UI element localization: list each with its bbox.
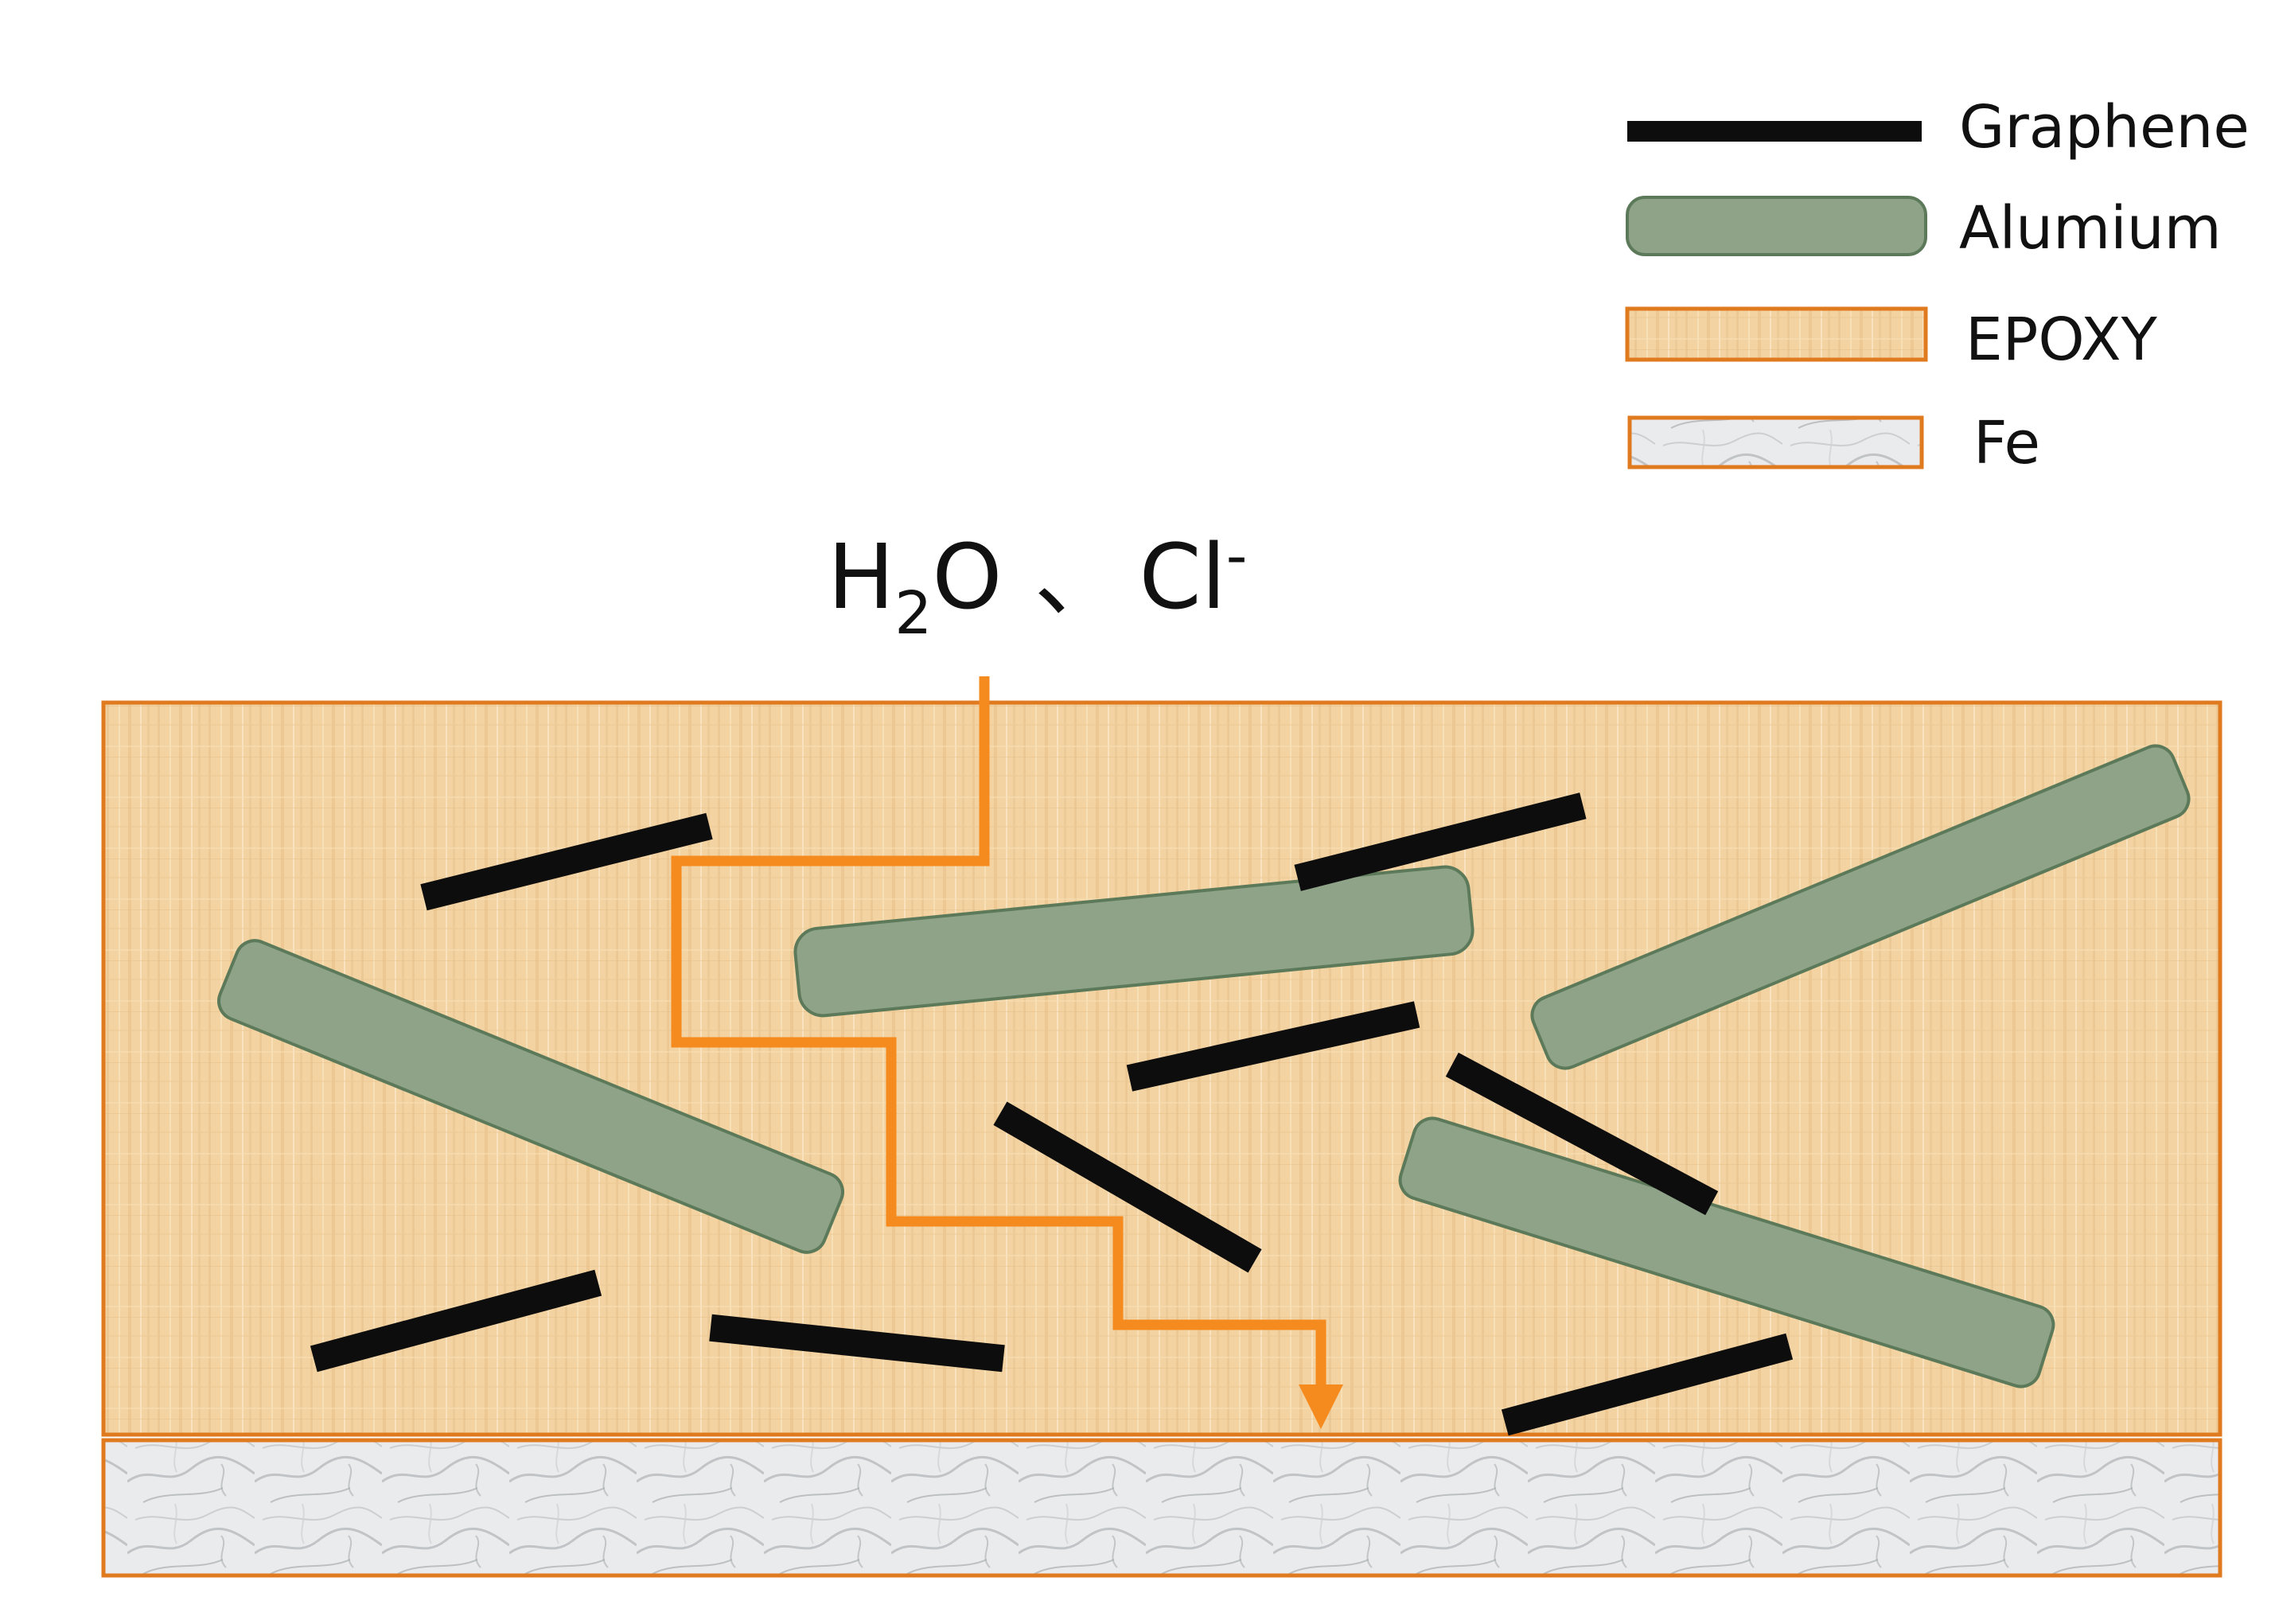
legend-swatch-epoxy (1625, 306, 1928, 362)
water-formula-o: O (932, 526, 1002, 629)
legend: Graphene Alumium EPOXY Fe (1625, 93, 2250, 477)
aluminium-flake (1398, 1116, 2055, 1388)
legend-swatch-fe (1627, 415, 1924, 469)
fe-substrate-layer (101, 1438, 2222, 1578)
legend-item-graphene: Graphene (1627, 93, 2250, 162)
graphene-platelet (1126, 1001, 1420, 1092)
legend-swatch-aluminium (1626, 196, 1927, 256)
diffusion-path-arrowhead (1299, 1384, 1343, 1429)
water-formula-subscript: 2 (894, 579, 932, 648)
aluminium-flake (217, 939, 844, 1254)
water-formula-h: H (828, 526, 894, 629)
graphene-platelet (709, 1314, 1005, 1373)
aluminium-flakes (217, 744, 2191, 1388)
legend-item-aluminium: Alumium (1626, 194, 2222, 263)
legend-label-aluminium: Alumium (1959, 194, 2222, 263)
legend-item-epoxy: EPOXY (1625, 306, 2158, 374)
graphene-platelet (1501, 1333, 1794, 1436)
graphene-platelet (310, 1269, 602, 1373)
legend-label-graphene: Graphene (1959, 93, 2250, 162)
legend-item-fe: Fe (1627, 409, 2040, 477)
graphene-platelet (420, 812, 713, 911)
legend-label-fe: Fe (1973, 409, 2040, 477)
legend-swatch-graphene (1627, 121, 1922, 142)
chloride-formula: Cl (1139, 526, 1225, 629)
graphene-platelet (993, 1101, 1262, 1273)
graphene-platelet (1294, 793, 1587, 891)
legend-label-epoxy: EPOXY (1965, 306, 2158, 374)
graphene-platelet (1445, 1052, 1719, 1216)
chloride-charge-superscript: - (1226, 522, 1248, 590)
diffusion-path-arrow (671, 676, 1326, 1384)
aluminium-flake (793, 865, 1474, 1018)
corrosive-species-label: H2O 、Cl- (828, 522, 1248, 648)
species-separator: 、 (1034, 526, 1123, 629)
aluminium-flake (1530, 744, 2191, 1070)
graphene-platelets (310, 793, 1794, 1436)
